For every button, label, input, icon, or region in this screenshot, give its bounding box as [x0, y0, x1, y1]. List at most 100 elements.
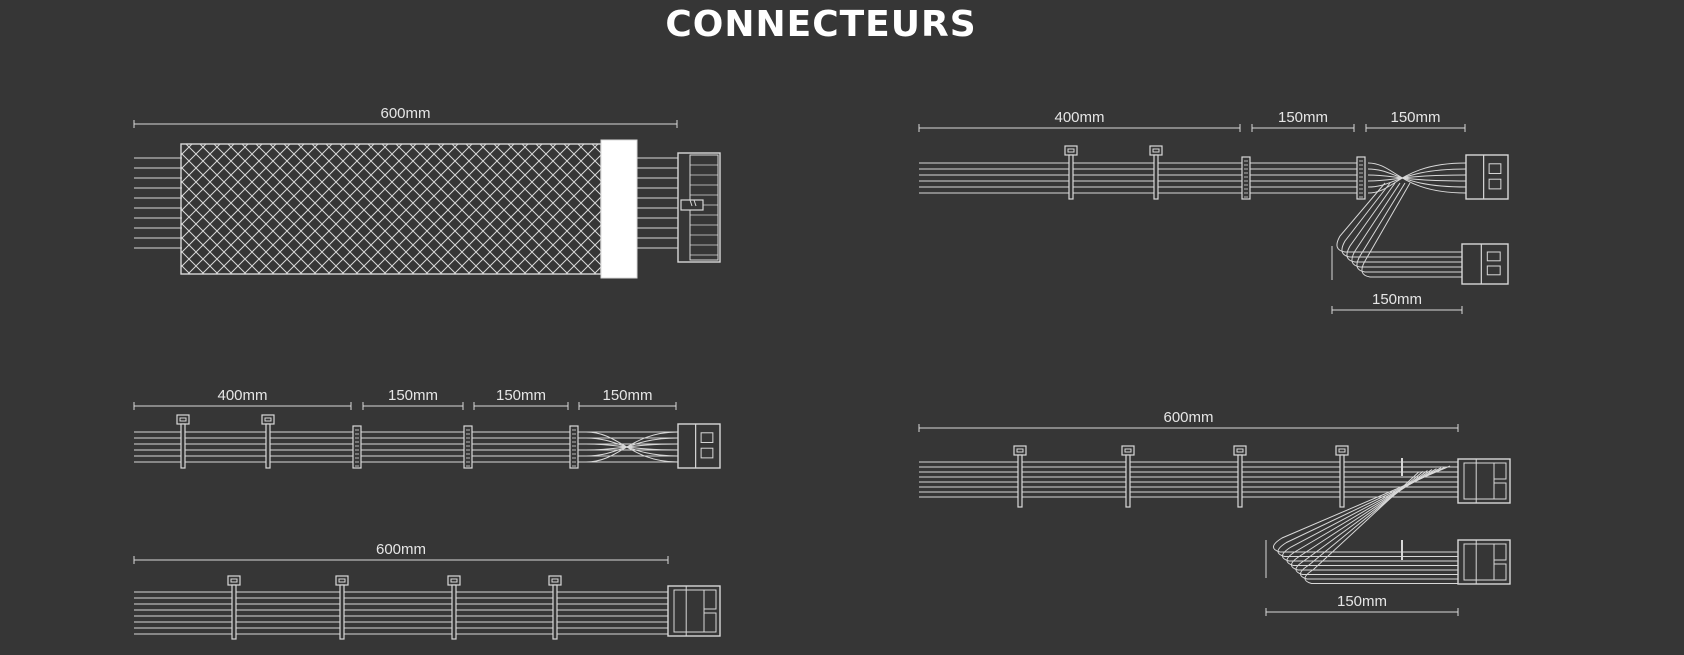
pcie-cable-branch: 600mm 150mm [918, 409, 1511, 616]
cpu-8pin-cable: 600mm [133, 541, 721, 640]
dimension-label: 150mm [388, 387, 438, 404]
dimension-label: 150mm [1278, 109, 1328, 126]
cable-tie-strap [1068, 154, 1074, 200]
cable-tie-head [1149, 145, 1163, 156]
dimension-label: 400mm [1054, 109, 1104, 126]
cable-tie-head [1335, 445, 1349, 456]
cable-tie-strap [1153, 154, 1159, 200]
wire-comb-body [352, 425, 362, 469]
pcie-connector-top [1457, 458, 1511, 504]
crossed-wire [1367, 168, 1467, 188]
cpu-8pin-connector [667, 585, 721, 637]
cable-tie-head [447, 575, 461, 586]
cable-tie-slot [1236, 448, 1244, 453]
sata-connector-body [677, 423, 721, 469]
pcie-connector-top-body [1457, 458, 1511, 504]
cable-tie-slot [338, 578, 346, 583]
cable-tie-strap [339, 584, 345, 640]
crossed-wire [585, 431, 679, 463]
cable-tie-strap [265, 423, 271, 469]
cable-tie [1064, 145, 1078, 200]
crossed-wire [1367, 162, 1467, 194]
cable-tie-strap [451, 584, 457, 640]
cable-tie [227, 575, 241, 640]
cable-tie-strap [1339, 454, 1345, 508]
braided-sleeve [180, 143, 602, 275]
cable-tie-slot [1016, 448, 1024, 453]
cable-tie-head [261, 414, 275, 425]
cable-tie [1149, 145, 1163, 200]
cable-tie-slot [551, 578, 559, 583]
cpu-8pin-connector-body [667, 585, 721, 637]
branch-wire [1273, 465, 1458, 553]
wire-comb [1356, 156, 1366, 200]
cable-tie-slot [1067, 148, 1075, 153]
cable-tie-head [548, 575, 562, 586]
sata-connector [677, 423, 721, 469]
sata-connector [1465, 154, 1509, 200]
branch-wire [1282, 467, 1458, 562]
cable-tie-slot [1338, 448, 1346, 453]
atx-24pin-cable: 600mm [133, 105, 721, 279]
pcie-connector-top-inner [1463, 462, 1495, 500]
sata-key [700, 447, 714, 459]
dimension-label: 600mm [376, 541, 426, 558]
sata-connector-body [1465, 154, 1509, 200]
cable-tie [447, 575, 461, 640]
sata-key [1486, 251, 1501, 262]
sata-connector [1461, 243, 1509, 285]
crossed-wire [585, 431, 679, 463]
pcie-connector-top-pin [1493, 462, 1507, 480]
sleeve-end-cap [600, 139, 638, 279]
pcie-connector-bottom-pin [1493, 563, 1507, 581]
cable-tie-strap [231, 584, 237, 640]
branch-wire [1291, 469, 1458, 571]
pcie-connector-bottom-pin [1493, 543, 1507, 561]
dimension-label: 600mm [1163, 409, 1213, 426]
dimension-label: 150mm [1390, 109, 1440, 126]
wire-comb [569, 425, 579, 469]
dimension-label: 400mm [217, 387, 267, 404]
wire-comb-body [463, 425, 473, 469]
crossed-wire [585, 437, 679, 457]
wire-comb [352, 425, 362, 469]
cable-tie [176, 414, 190, 469]
cable-tie [1233, 445, 1247, 508]
branch-wire [1351, 182, 1462, 268]
cable-tie [261, 414, 275, 469]
cable-tie-strap [1125, 454, 1131, 508]
pcie-connector-bottom-inner [1463, 543, 1495, 581]
cable-tie-slot [1124, 448, 1132, 453]
cable-tie-strap [552, 584, 558, 640]
branch-wire [1300, 471, 1458, 580]
sata-key [1486, 265, 1501, 276]
sata-connector-body [1461, 243, 1509, 285]
branch-wire [1361, 182, 1462, 278]
wire-comb-body [1356, 156, 1366, 200]
pcie-connector-bottom [1457, 539, 1511, 585]
cable-tie-head [1013, 445, 1027, 456]
branch-wire [1336, 182, 1462, 253]
cable-tie-slot [264, 417, 272, 422]
crossed-wire [1367, 168, 1467, 188]
cable-tie-strap [1237, 454, 1243, 508]
dimension-label: 150mm [1337, 593, 1387, 610]
cpu-8pin-connector-pin [703, 589, 717, 610]
branch-wire [1295, 470, 1458, 575]
cable-tie-slot [450, 578, 458, 583]
cable-tie-slot [179, 417, 187, 422]
crossed-wire [1367, 162, 1467, 194]
cpu-8pin-connector-inner [673, 589, 705, 633]
cable-tie [1335, 445, 1349, 508]
cable-tie-head [176, 414, 190, 425]
cable-tie-head [1233, 445, 1247, 456]
branch-wire [1346, 182, 1462, 263]
dimension-label: 150mm [496, 387, 546, 404]
cable-tie [335, 575, 349, 640]
branch-wire [1277, 466, 1458, 557]
cable-tie-head [335, 575, 349, 586]
